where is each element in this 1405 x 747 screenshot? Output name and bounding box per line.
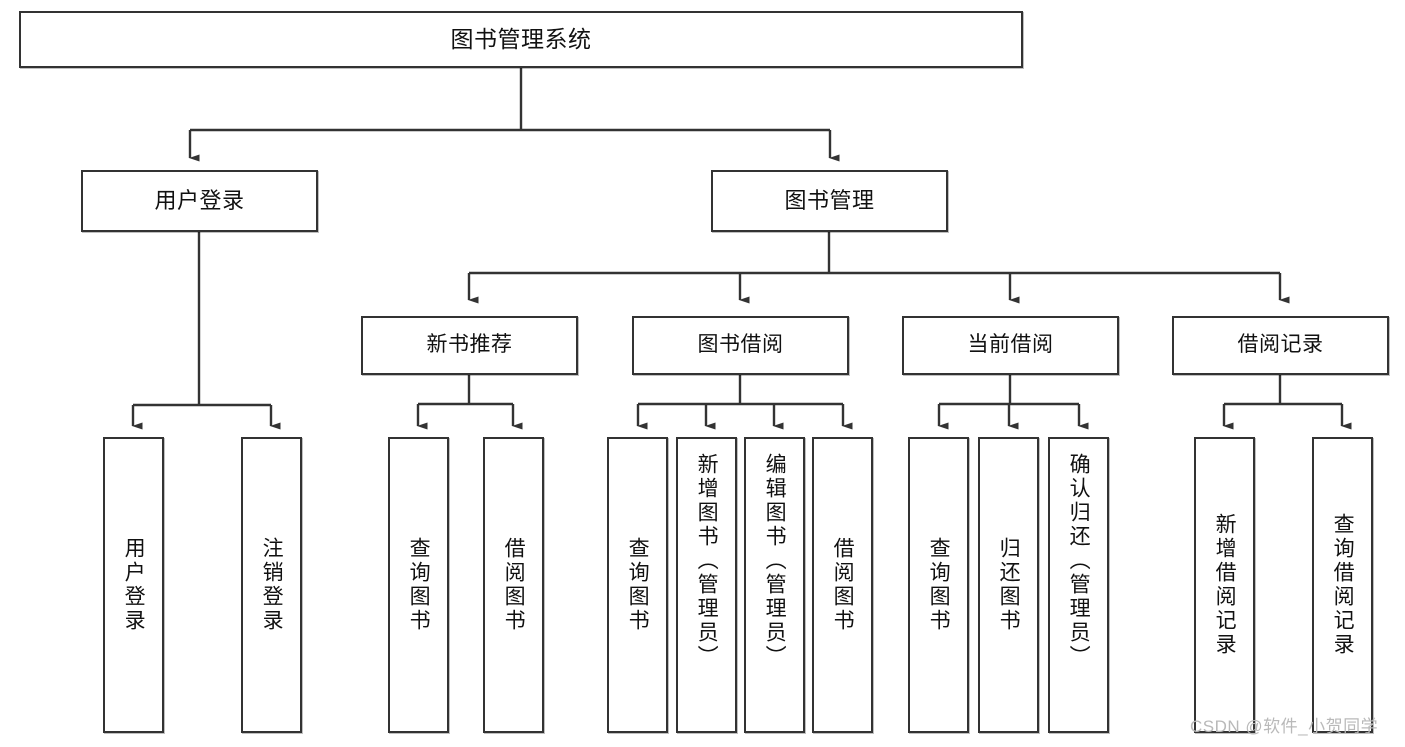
watermark: CSDN @软件_小贺同学 [1190, 717, 1379, 736]
node-leaf-add-record[interactable]: 新增借阅记录 [1194, 437, 1255, 733]
node-borrow-record-label: 借阅记录 [1237, 333, 1324, 357]
node-leaf-user-login[interactable]: 用户登录 [103, 437, 164, 733]
node-leaf-confirm-return[interactable]: 确认归还（管理员） [1048, 437, 1109, 733]
node-book-borrow-label: 图书借阅 [697, 333, 784, 357]
node-book-management-label: 图书管理 [784, 188, 875, 214]
node-leaf-query-book-3-label: 查询图书 [927, 537, 951, 633]
node-leaf-return-book-label: 归还图书 [997, 537, 1021, 633]
node-leaf-add-book-label: 新增图书（管理员） [695, 453, 719, 669]
node-leaf-borrow-book-2-label: 借阅图书 [831, 537, 855, 633]
node-user-login-label: 用户登录 [154, 188, 245, 214]
node-leaf-user-login-label: 用户登录 [122, 537, 146, 633]
node-leaf-add-record-label: 新增借阅记录 [1213, 513, 1237, 657]
node-root-label: 图书管理系统 [450, 25, 592, 52]
node-leaf-query-book-1-label: 查询图书 [407, 537, 431, 633]
node-leaf-borrow-book-1-label: 借阅图书 [502, 537, 526, 633]
node-leaf-query-record-label: 查询借阅记录 [1331, 513, 1355, 657]
node-leaf-add-book[interactable]: 新增图书（管理员） [676, 437, 737, 733]
node-leaf-query-book-3[interactable]: 查询图书 [908, 437, 969, 733]
node-leaf-borrow-book-2[interactable]: 借阅图书 [812, 437, 873, 733]
node-leaf-edit-book[interactable]: 编辑图书（管理员） [744, 437, 805, 733]
node-leaf-edit-book-label: 编辑图书（管理员） [763, 453, 787, 669]
node-book-borrow[interactable]: 图书借阅 [632, 316, 849, 375]
node-leaf-query-book-2-label: 查询图书 [626, 537, 650, 633]
node-current-borrow-label: 当前借阅 [967, 333, 1054, 357]
node-new-book-recommend[interactable]: 新书推荐 [361, 316, 578, 375]
node-leaf-query-record[interactable]: 查询借阅记录 [1312, 437, 1373, 733]
node-borrow-record[interactable]: 借阅记录 [1172, 316, 1389, 375]
node-leaf-borrow-book-1[interactable]: 借阅图书 [483, 437, 544, 733]
node-leaf-confirm-return-label: 确认归还（管理员） [1067, 453, 1091, 669]
node-leaf-logout[interactable]: 注销登录 [241, 437, 302, 733]
node-leaf-query-book-2[interactable]: 查询图书 [607, 437, 668, 733]
node-leaf-logout-label: 注销登录 [260, 537, 284, 633]
node-leaf-return-book[interactable]: 归还图书 [978, 437, 1039, 733]
node-root[interactable]: 图书管理系统 [19, 11, 1023, 68]
node-book-management[interactable]: 图书管理 [711, 170, 948, 232]
node-current-borrow[interactable]: 当前借阅 [902, 316, 1119, 375]
node-leaf-query-book-1[interactable]: 查询图书 [388, 437, 449, 733]
node-new-book-recommend-label: 新书推荐 [426, 333, 513, 357]
node-user-login[interactable]: 用户登录 [81, 170, 318, 232]
